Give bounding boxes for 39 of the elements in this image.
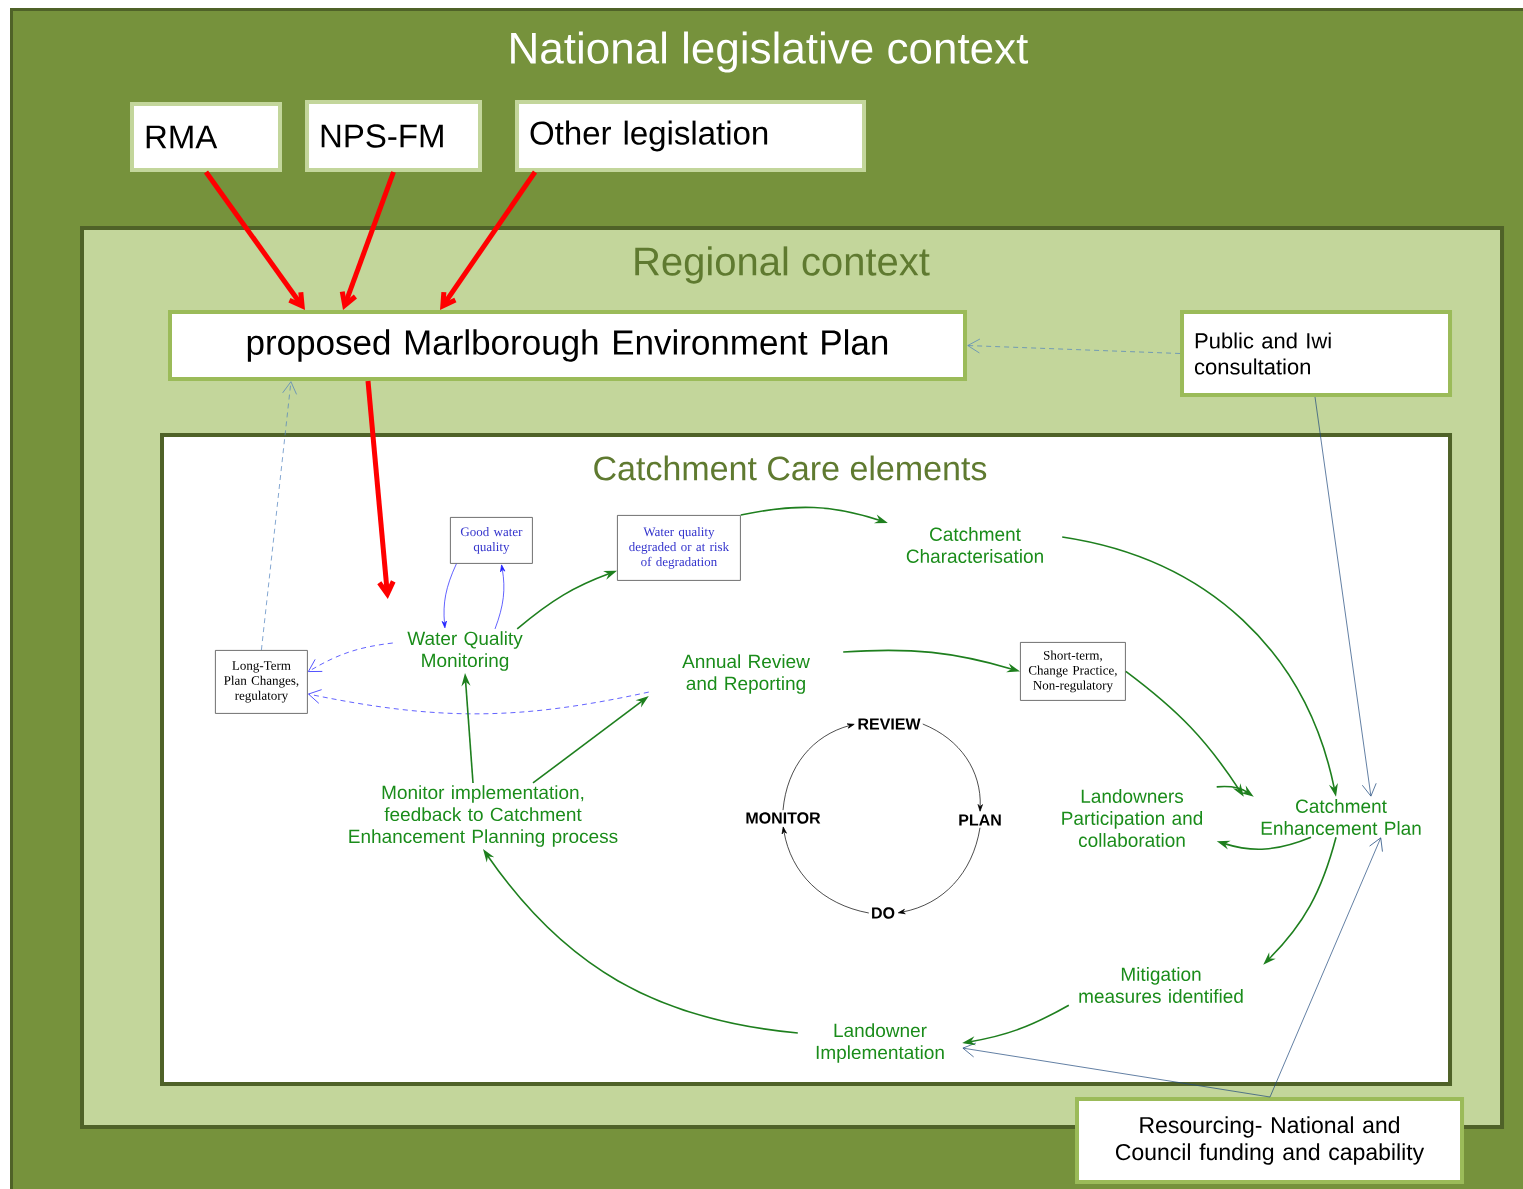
process-label: Catchment Characterisation xyxy=(906,527,1043,563)
arrow xyxy=(781,826,870,914)
process-label: Monitor implementation, feedback to Catchment Enhancement Planning process xyxy=(349,785,618,847)
legislation-box: RMA xyxy=(130,102,282,172)
outcome-box: Short-term, Change Practice, Non-regulatory xyxy=(1020,642,1126,701)
legislation-box: Other legislation xyxy=(515,100,866,172)
arrow xyxy=(308,642,394,672)
plan-box: proposed Marlborough Environment Plan xyxy=(168,310,967,381)
input-box: Resourcing- National and Council funding and capability xyxy=(1075,1097,1464,1184)
process-label: Landowners Participation and collaboration xyxy=(1062,789,1203,847)
process-label: Mitigation measures identified xyxy=(1079,967,1243,1003)
arrow xyxy=(365,380,396,599)
cycle-label: DO xyxy=(872,907,895,919)
arrow xyxy=(897,827,981,915)
arrow xyxy=(1314,396,1377,797)
arrow xyxy=(967,338,1181,354)
outcome-box: Long-Term Plan Changes, regulatory xyxy=(215,650,308,714)
arrow xyxy=(922,723,983,812)
state-box: Water quality degraded or at risk of degradation xyxy=(617,515,741,581)
process-label: Water Quality Monitoring xyxy=(407,631,523,671)
legislation-box: NPS-FM xyxy=(305,100,482,172)
arrow xyxy=(339,171,396,310)
arrow xyxy=(494,564,506,630)
cycle-label: MONITOR xyxy=(746,812,821,824)
process-label: Annual Review and Reporting xyxy=(682,654,810,694)
process-label: Landowner Implementation xyxy=(816,1023,944,1063)
arrow xyxy=(962,1042,1271,1098)
arrow xyxy=(308,689,650,715)
arrow xyxy=(440,170,538,310)
process-label: Catchment Enhancement Plan xyxy=(1261,799,1421,835)
arrow xyxy=(441,563,457,629)
arrow xyxy=(261,381,297,651)
arrow xyxy=(782,723,855,811)
arrow xyxy=(204,170,305,310)
cycle-label: REVIEW xyxy=(858,718,921,730)
arrow xyxy=(1269,837,1383,1098)
input-box: Public and Iwi consultation xyxy=(1180,310,1452,397)
state-box: Good water quality xyxy=(450,517,533,564)
cycle-label: PLAN xyxy=(959,814,1001,826)
